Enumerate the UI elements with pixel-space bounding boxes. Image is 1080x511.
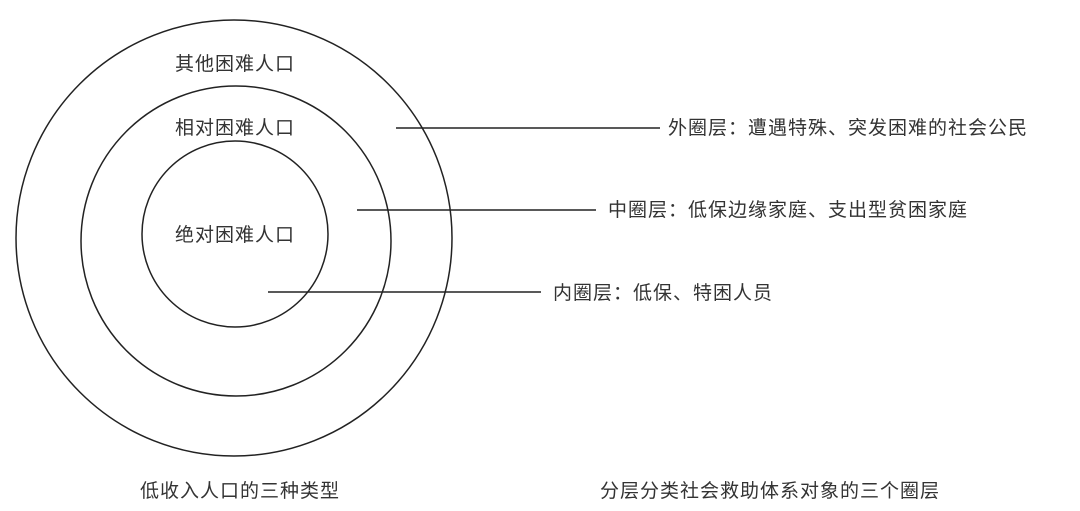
outer-circle-label: 其他困难人口 — [174, 53, 296, 75]
inner-circle — [141, 140, 329, 328]
right-caption: 分层分类社会救助体系对象的三个圈层 — [599, 480, 941, 502]
middle-layer-description: 中圈层：低保边缘家庭、支出型贫困家庭 — [608, 199, 969, 221]
outer-layer-description: 外圈层：遭遇特殊、突发困难的社会公民 — [668, 117, 1029, 139]
inner-layer-description: 内圈层：低保、特困人员 — [553, 282, 774, 304]
inner-circle-label: 绝对困难人口 — [174, 224, 296, 246]
left-caption: 低收入人口的三种类型 — [139, 480, 341, 502]
middle-circle-label: 相对困难人口 — [174, 117, 296, 139]
outer-circle — [15, 19, 453, 457]
middle-circle — [80, 85, 392, 397]
